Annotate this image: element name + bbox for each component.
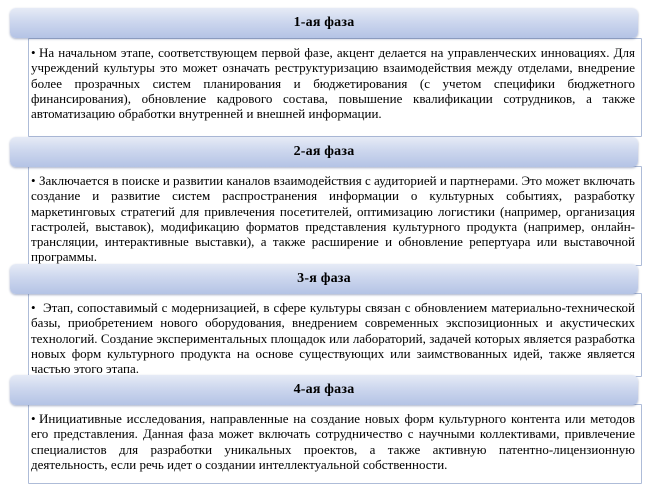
phase-2-header: 2-ая фаза <box>10 137 638 167</box>
phase-3-title: 3-я фаза <box>297 271 351 286</box>
phase-1-title: 1-ая фаза <box>293 15 355 30</box>
phase-4-text: Инициативные исследования, направленные … <box>31 411 635 472</box>
phase-1-text: На начальном этапе, соответствующем перв… <box>31 45 635 122</box>
bullet-icon: • <box>31 45 36 60</box>
phase-4-description: •Инициативные исследования, направленные… <box>28 404 642 484</box>
phase-1-header: 1-ая фаза <box>10 8 638 38</box>
phase-1-description: •На начальном этапе, соответствующем пер… <box>28 38 642 137</box>
phase-2-description: •Заключается в поиске и развитии каналов… <box>28 166 642 266</box>
phase-3-description: • Этап, сопоставимый с модернизацией, в … <box>28 293 642 377</box>
phase-3-header: 3-я фаза <box>10 264 638 294</box>
bullet-icon: • <box>31 300 36 315</box>
phase-4-header: 4-ая фаза <box>10 375 638 405</box>
bullet-icon: • <box>31 411 36 426</box>
phase-3-text: Этап, сопоставимый с модернизацией, в сф… <box>31 300 635 377</box>
phase-2-title: 2-ая фаза <box>293 144 355 159</box>
bullet-icon: • <box>31 173 36 188</box>
phase-4-title: 4-ая фаза <box>293 382 355 397</box>
phase-2-text: Заключается в поиске и развитии каналов … <box>31 173 635 265</box>
